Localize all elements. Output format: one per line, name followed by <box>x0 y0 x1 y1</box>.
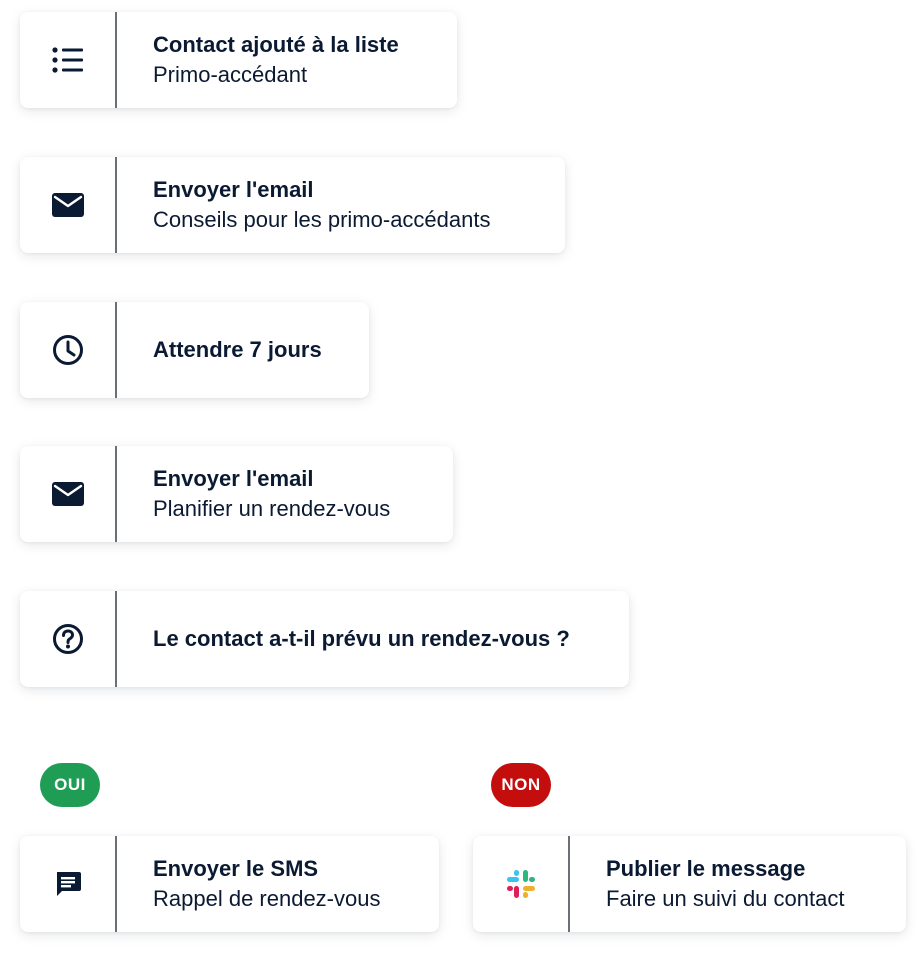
step-icon-cell <box>473 836 570 932</box>
step-title: Envoyer l'email <box>153 177 314 202</box>
sms-icon <box>54 870 82 898</box>
step-subtitle: Faire un suivi du contact <box>606 886 845 911</box>
step-title: Attendre 7 jours <box>153 337 322 362</box>
step-card-wait[interactable]: Attendre 7 jours <box>20 302 369 398</box>
step-title: Contact ajouté à la liste <box>153 32 399 57</box>
mail-icon <box>51 482 84 506</box>
step-icon-cell <box>20 446 117 542</box>
step-title: Publier le message <box>606 856 806 881</box>
step-title: Envoyer l'email <box>153 466 314 491</box>
step-subtitle: Planifier un rendez-vous <box>153 496 391 521</box>
step-icon-cell <box>20 836 117 932</box>
step-title: Le contact a-t-il prévu un rendez-vous ? <box>153 626 570 651</box>
step-subtitle: Rappel de rendez-vous <box>153 886 381 911</box>
step-icon-cell <box>20 157 117 253</box>
step-subtitle: Conseils pour les primo-accédants <box>153 207 491 232</box>
no-badge: NON <box>491 763 551 807</box>
step-icon-cell <box>20 591 117 687</box>
slack-icon <box>505 868 537 900</box>
step-card-list-added[interactable]: Contact ajouté à la liste Primo-accédant <box>20 12 457 108</box>
step-card-send-email-appointment[interactable]: Envoyer l'email Planifier un rendez-vous <box>20 446 453 542</box>
step-subtitle: Primo-accédant <box>153 62 308 87</box>
clock-icon <box>52 334 84 366</box>
step-icon-cell <box>20 302 117 398</box>
mail-icon <box>51 193 84 217</box>
step-title: Envoyer le SMS <box>153 856 319 881</box>
list-icon <box>51 46 84 74</box>
question-icon <box>52 623 84 655</box>
step-card-send-email-tips[interactable]: Envoyer l'email Conseils pour les primo-… <box>20 157 565 253</box>
step-icon-cell <box>20 12 117 108</box>
step-card-post-slack[interactable]: Publier le message Faire un suivi du con… <box>473 836 906 932</box>
step-card-send-sms[interactable]: Envoyer le SMS Rappel de rendez-vous <box>20 836 439 932</box>
step-card-condition[interactable]: Le contact a-t-il prévu un rendez-vous ? <box>20 591 629 687</box>
yes-badge: OUI <box>40 763 100 807</box>
